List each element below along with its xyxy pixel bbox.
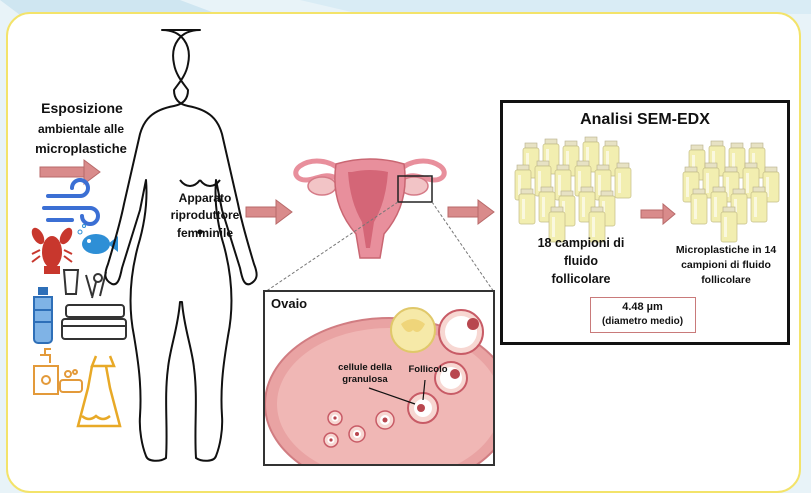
follicle-large bbox=[439, 310, 483, 354]
exposure-arrow bbox=[40, 160, 100, 184]
cutlery-icon bbox=[64, 270, 106, 298]
crayfish-icon bbox=[29, 226, 75, 274]
vials-14-samples bbox=[683, 141, 779, 242]
result-value: 4.48 µm bbox=[591, 301, 694, 313]
samples-line1: 18 campioni di bbox=[521, 236, 641, 250]
sem-arrow bbox=[448, 200, 494, 224]
ovary-inset: Ovaio cellule della granulosa Follicolo bbox=[263, 290, 495, 466]
micro-line1: Microplastiche in 14 bbox=[663, 244, 789, 256]
follicle-label: Follicolo bbox=[403, 364, 453, 375]
repro-label-line2: riproduttore bbox=[160, 208, 250, 222]
samples-line3: follicolare bbox=[521, 272, 641, 286]
containers-icon bbox=[62, 305, 126, 339]
bottle-icon bbox=[34, 287, 52, 343]
result-box: 4.48 µm (diametro medio) bbox=[590, 297, 696, 333]
vials-arrow bbox=[641, 204, 675, 224]
micro-line2: campioni di fluido bbox=[663, 259, 789, 271]
soap-icon bbox=[34, 349, 82, 394]
repro-label-line1: Apparato bbox=[160, 191, 250, 205]
granulosa-line2: granulosa bbox=[325, 374, 405, 385]
micro-line3: follicolare bbox=[663, 274, 789, 286]
corpus-luteum bbox=[391, 308, 435, 352]
ovary-title: Ovaio bbox=[271, 296, 311, 311]
dress-icon bbox=[78, 356, 120, 426]
vials-18-samples bbox=[515, 137, 631, 242]
wind-icon bbox=[44, 180, 98, 224]
samples-line2: fluido bbox=[521, 254, 641, 268]
repro-arrow bbox=[246, 200, 292, 224]
female-body-silhouette bbox=[105, 30, 256, 461]
repro-label-line3: femminile bbox=[160, 226, 250, 240]
granulosa-line1: cellule della bbox=[325, 362, 405, 373]
result-note: (diametro medio) bbox=[591, 316, 694, 327]
uterus-illustration bbox=[296, 159, 445, 258]
